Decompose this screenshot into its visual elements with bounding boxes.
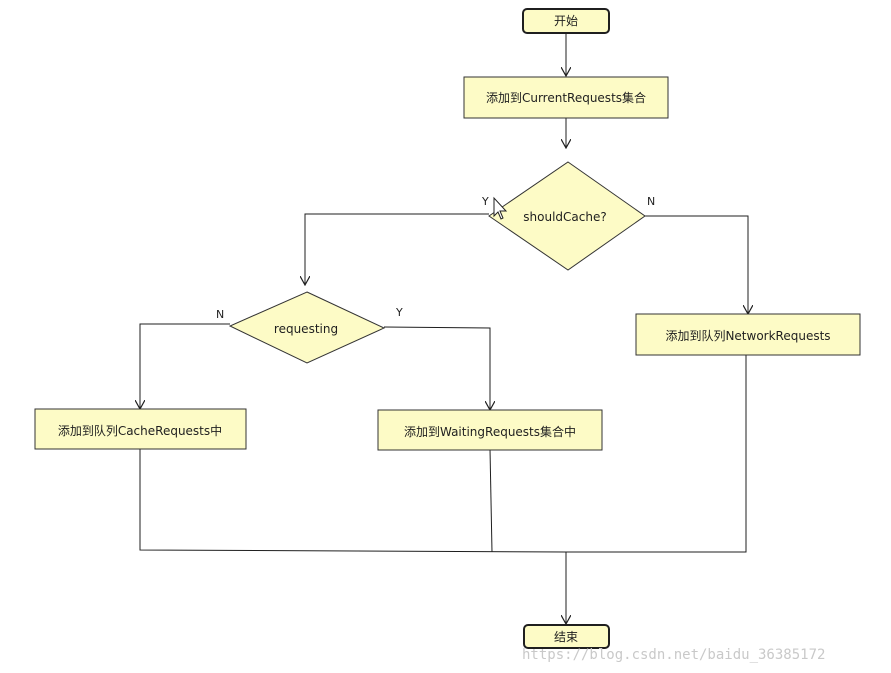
start-label: 开始: [554, 14, 578, 28]
add-current-node: 添加到CurrentRequests集合: [463, 76, 669, 119]
add-current-label: 添加到CurrentRequests集合: [486, 90, 646, 105]
add-waiting-label: 添加到WaitingRequests集合中: [404, 424, 576, 439]
edge-requesting-no: [140, 323, 230, 409]
edge-network-to-end: [566, 354, 747, 553]
requesting-decision: requesting: [228, 291, 386, 364]
add-waiting-node: 添加到WaitingRequests集合中: [377, 409, 603, 451]
edge-cache-to-end: [139, 449, 567, 553]
should-cache-label: shouldCache?: [523, 210, 606, 224]
add-network-label: 添加到队列NetworkRequests: [665, 328, 830, 343]
edges: [140, 33, 748, 624]
edge-should-cache-yes: [305, 213, 489, 285]
requesting-yes-label: Y: [395, 306, 403, 319]
watermark: https://blog.csdn.net/baidu_36385172: [522, 647, 825, 663]
end-node: 结束: [523, 624, 610, 649]
add-cache-label: 添加到队列CacheRequests中: [58, 423, 222, 438]
should-cache-no-label: N: [647, 195, 655, 208]
add-network-node: 添加到队列NetworkRequests: [635, 313, 861, 356]
mouse-cursor-icon: [493, 196, 508, 220]
requesting-label: requesting: [274, 322, 338, 336]
edge-requesting-yes: [383, 326, 490, 410]
edge-waiting-to-end: [489, 448, 493, 553]
should-cache-yes-label: Y: [481, 195, 489, 208]
should-cache-decision: shouldCache?: [488, 161, 646, 271]
start-node: 开始: [522, 8, 610, 34]
add-cache-node: 添加到队列CacheRequests中: [34, 408, 247, 450]
requesting-no-label: N: [216, 308, 224, 321]
edge-should-cache-no: [644, 215, 748, 314]
end-label: 结束: [554, 630, 578, 644]
